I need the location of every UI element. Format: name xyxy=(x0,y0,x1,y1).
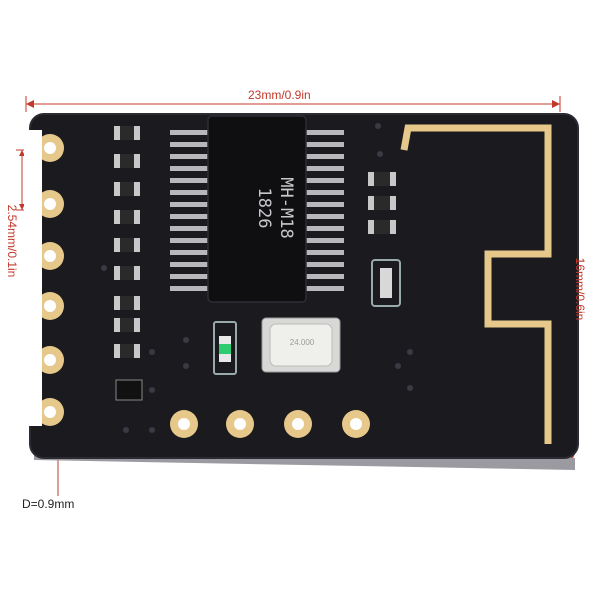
width-dimension-line xyxy=(25,96,561,112)
height-label: 16mm/0.6in xyxy=(573,257,587,321)
pitch-label: 2.54mm/0.1in xyxy=(5,204,19,278)
chip-marking-line1: MH-M18 xyxy=(276,177,296,239)
main-ic-chip xyxy=(207,115,307,303)
ic-pins-left xyxy=(170,130,212,291)
smd-components-left xyxy=(114,126,143,401)
chip-marking: MH-M18 1826 xyxy=(217,163,297,253)
crystal-oscillator xyxy=(261,317,341,373)
crystal-marking: 24.000 xyxy=(289,338,315,347)
width-label: 23mm/0.9in xyxy=(248,88,311,102)
vias xyxy=(101,123,413,433)
ic-pins-right xyxy=(300,130,344,291)
bottom-pad-row xyxy=(170,410,370,438)
hole-diameter-label: D=0.9mm xyxy=(22,497,75,511)
pcb-antenna xyxy=(400,124,552,444)
chip-marking-line2: 1826 xyxy=(254,187,274,229)
smd-components-right xyxy=(368,172,401,307)
led-indicator xyxy=(213,321,237,375)
